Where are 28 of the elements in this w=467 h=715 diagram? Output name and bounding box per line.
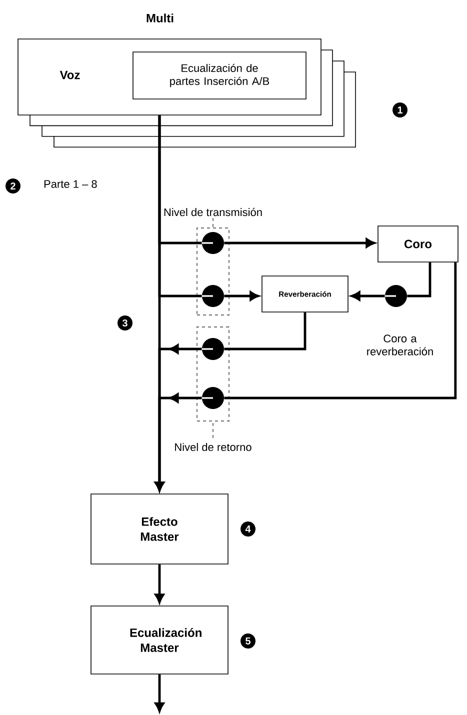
level-group: Nivel de transmisión bbox=[164, 208, 262, 316]
level-knob bbox=[202, 285, 224, 307]
arrow bbox=[154, 393, 202, 491]
arrow bbox=[351, 291, 385, 301]
level-knob bbox=[202, 387, 224, 409]
level-knob bbox=[202, 232, 224, 254]
level-group: Nivel de retorno bbox=[175, 326, 252, 452]
callout-number: 5 bbox=[240, 634, 256, 648]
knob-caption: Coro a reverberación bbox=[367, 334, 433, 356]
effect-box: Coro bbox=[378, 226, 458, 262]
callout-number: 3 bbox=[118, 316, 132, 330]
arrow bbox=[224, 238, 375, 248]
callout-number: 1 bbox=[392, 102, 408, 118]
node-label: Nivel de transmisión bbox=[164, 208, 262, 216]
effect-box: Efecto Master bbox=[90, 494, 228, 564]
heading: Multi bbox=[146, 14, 174, 22]
level-knob bbox=[202, 338, 224, 360]
part-label: Parte 1 – 8 bbox=[44, 180, 97, 188]
arrow bbox=[154, 564, 164, 603]
effect-box: Ecualización Master bbox=[90, 606, 228, 674]
node-label: Nivel de retorno bbox=[175, 442, 252, 452]
callout-number: 2 bbox=[6, 178, 20, 194]
callout-number: 4 bbox=[240, 522, 256, 536]
arrow bbox=[224, 291, 259, 301]
arrow bbox=[154, 674, 164, 712]
process-box: Ecualización de partes Inserción A/B bbox=[132, 52, 306, 100]
level-knob bbox=[385, 285, 407, 307]
arrow bbox=[407, 262, 432, 298]
